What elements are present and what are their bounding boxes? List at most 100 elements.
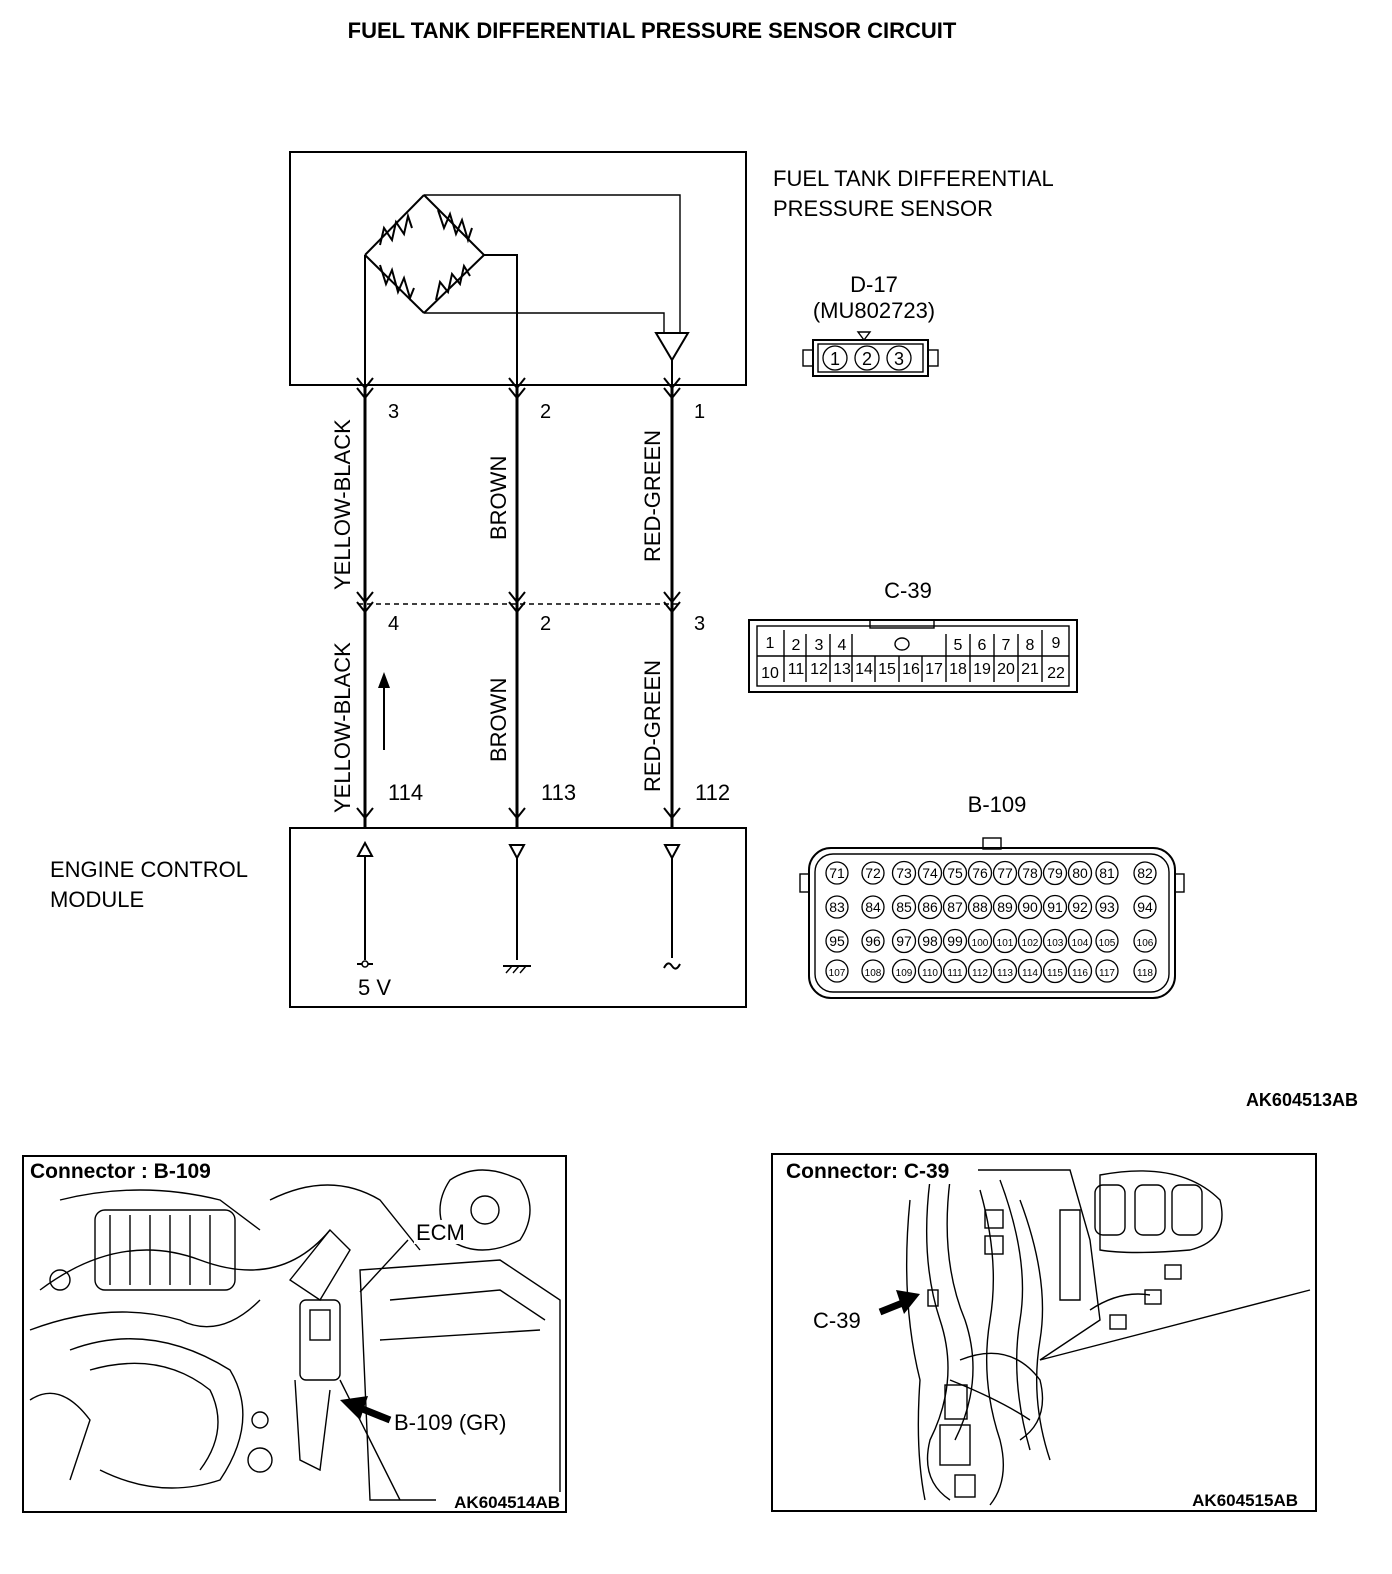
b109-pin-label-74: 74 <box>922 865 938 881</box>
b109-pin-96 <box>861 929 885 953</box>
b109-pin-label-73: 73 <box>896 865 912 881</box>
b109-pin-107 <box>825 959 849 983</box>
b109-pin-label-83: 83 <box>829 899 845 915</box>
c39-pin-15-label: 15 <box>878 661 896 678</box>
b109-pin-95 <box>825 929 849 953</box>
b109-pin-73 <box>891 860 917 886</box>
b109-pin-100 <box>967 928 993 954</box>
b109-pin-117 <box>1095 959 1119 983</box>
b109-pin-label-71: 71 <box>829 865 845 881</box>
b109-pin-label-91: 91 <box>1047 899 1063 915</box>
c39-pin-18-label: 18 <box>949 661 967 678</box>
ecm-pin-112: 112 <box>695 780 730 805</box>
b109-pin-79 <box>1042 860 1068 886</box>
b109-pin-label-109: 109 <box>896 968 913 979</box>
connector-c39: C-39 1 2 3 4 5 6 7 8 9 10 <box>748 578 1078 693</box>
b109-name: B-109 <box>968 792 1027 817</box>
b109-pin-80 <box>1067 860 1093 886</box>
b109-pin-105 <box>1095 929 1119 953</box>
c39-pin-21-label: 21 <box>1021 661 1039 678</box>
b109-pin-label-115: 115 <box>1047 968 1063 979</box>
b109-pin-label-75: 75 <box>947 865 963 881</box>
photo-b109: Connector : B-109 ECM B-109 (GR) AK60451… <box>22 1155 567 1513</box>
b109-pin-label-77: 77 <box>997 865 1013 881</box>
b109-pin-106 <box>1133 929 1157 953</box>
b109-pin-label-117: 117 <box>1099 968 1115 979</box>
ecm-pin-113: 113 <box>541 780 576 805</box>
b109-pin-label-87: 87 <box>947 899 963 915</box>
b109-pin-104 <box>1067 928 1093 954</box>
c39-pin-12-label: 12 <box>810 661 828 678</box>
wires <box>358 385 680 828</box>
b109-pin-90 <box>1017 894 1043 920</box>
b109-pin-label-72: 72 <box>865 865 881 881</box>
b109-pin-label-97: 97 <box>896 933 912 949</box>
b109-pin-label-102: 102 <box>1022 938 1039 949</box>
b109-pin-label-95: 95 <box>829 933 845 949</box>
b109-pin-label-94: 94 <box>1137 899 1153 915</box>
b109-pin-label-118: 118 <box>1137 968 1153 979</box>
b109-pin-label-92: 92 <box>1072 899 1088 915</box>
c39-pin-4-label: 4 <box>838 637 847 654</box>
b109-pin-label-89: 89 <box>997 899 1013 915</box>
b109-pin-118 <box>1133 959 1157 983</box>
b109-pin-94 <box>1133 895 1157 919</box>
b109-pin-81 <box>1095 861 1119 885</box>
c39-pin-7-label: 7 <box>1002 637 1011 654</box>
b109-pin-label-82: 82 <box>1137 865 1153 881</box>
signal-arrow-icon <box>378 672 390 750</box>
b109-pin-label-105: 105 <box>1099 938 1116 949</box>
b109-pin-102 <box>1017 928 1043 954</box>
c39-pin-2: 2 <box>540 613 551 635</box>
b109-pin-label-80: 80 <box>1072 865 1088 881</box>
b109-pin-74 <box>917 860 943 886</box>
c39-pin-22-label: 22 <box>1047 665 1065 682</box>
b109-pin-101 <box>992 928 1018 954</box>
b109-pin-111 <box>942 958 968 984</box>
b109-pin-label-100: 100 <box>972 938 989 949</box>
b109-pin-85 <box>891 894 917 920</box>
photo-b109-code: AK604514AB <box>454 1493 560 1512</box>
wheatstone-bridge <box>364 194 690 390</box>
b109-pin-88 <box>967 894 993 920</box>
b109-pin-87 <box>942 894 968 920</box>
c39-pin-17-label: 17 <box>925 661 943 678</box>
c39-pin-11-label: 11 <box>788 661 805 678</box>
b109-pin-label-98: 98 <box>922 933 938 949</box>
b109-pin-99 <box>942 928 968 954</box>
connector-chevrons <box>356 377 681 820</box>
c39-pin-8-label: 8 <box>1026 637 1035 654</box>
wire-label-upper-red-green: RED-GREEN <box>640 430 665 562</box>
photo-c39-code: AK604515AB <box>1192 1491 1298 1510</box>
b109-pin-86 <box>917 894 943 920</box>
b109-pin-label-86: 86 <box>922 899 938 915</box>
diagram-title: FUEL TANK DIFFERENTIAL PRESSURE SENSOR C… <box>348 18 957 43</box>
b109-pin-97 <box>891 928 917 954</box>
sensor-pin-3: 3 <box>388 401 399 423</box>
c39-pin-1-label: 1 <box>766 635 775 652</box>
b109-pin-75 <box>942 860 968 886</box>
b109-pin-93 <box>1095 895 1119 919</box>
b109-pin-label-93: 93 <box>1099 899 1115 915</box>
b109-pin-label-76: 76 <box>972 865 988 881</box>
b109-pin-label-106: 106 <box>1137 938 1154 949</box>
b109-pin-label-111: 111 <box>947 968 963 979</box>
connector-d17: D-17 (MU802723) 1 2 3 <box>802 272 939 377</box>
arrow-icon <box>878 1290 920 1316</box>
b109-pin-72 <box>861 861 885 885</box>
b109-pin-label-88: 88 <box>972 899 988 915</box>
c39-pin-10-label: 10 <box>761 665 779 682</box>
b109-pin-label-78: 78 <box>1022 865 1038 881</box>
wire-label-lower-brown: BROWN <box>486 678 511 762</box>
b109-pin-label-90: 90 <box>1022 899 1038 915</box>
b109-pin-label-103: 103 <box>1047 938 1064 949</box>
b109-pin-98 <box>917 928 943 954</box>
c39-pin-20-label: 20 <box>997 661 1015 678</box>
b109-pin-label-96: 96 <box>865 933 881 949</box>
ecm-pin-114: 114 <box>388 780 423 805</box>
arrow-icon <box>340 1396 392 1424</box>
b109-pin-label-104: 104 <box>1072 938 1089 949</box>
b109-pin-112 <box>967 958 993 984</box>
